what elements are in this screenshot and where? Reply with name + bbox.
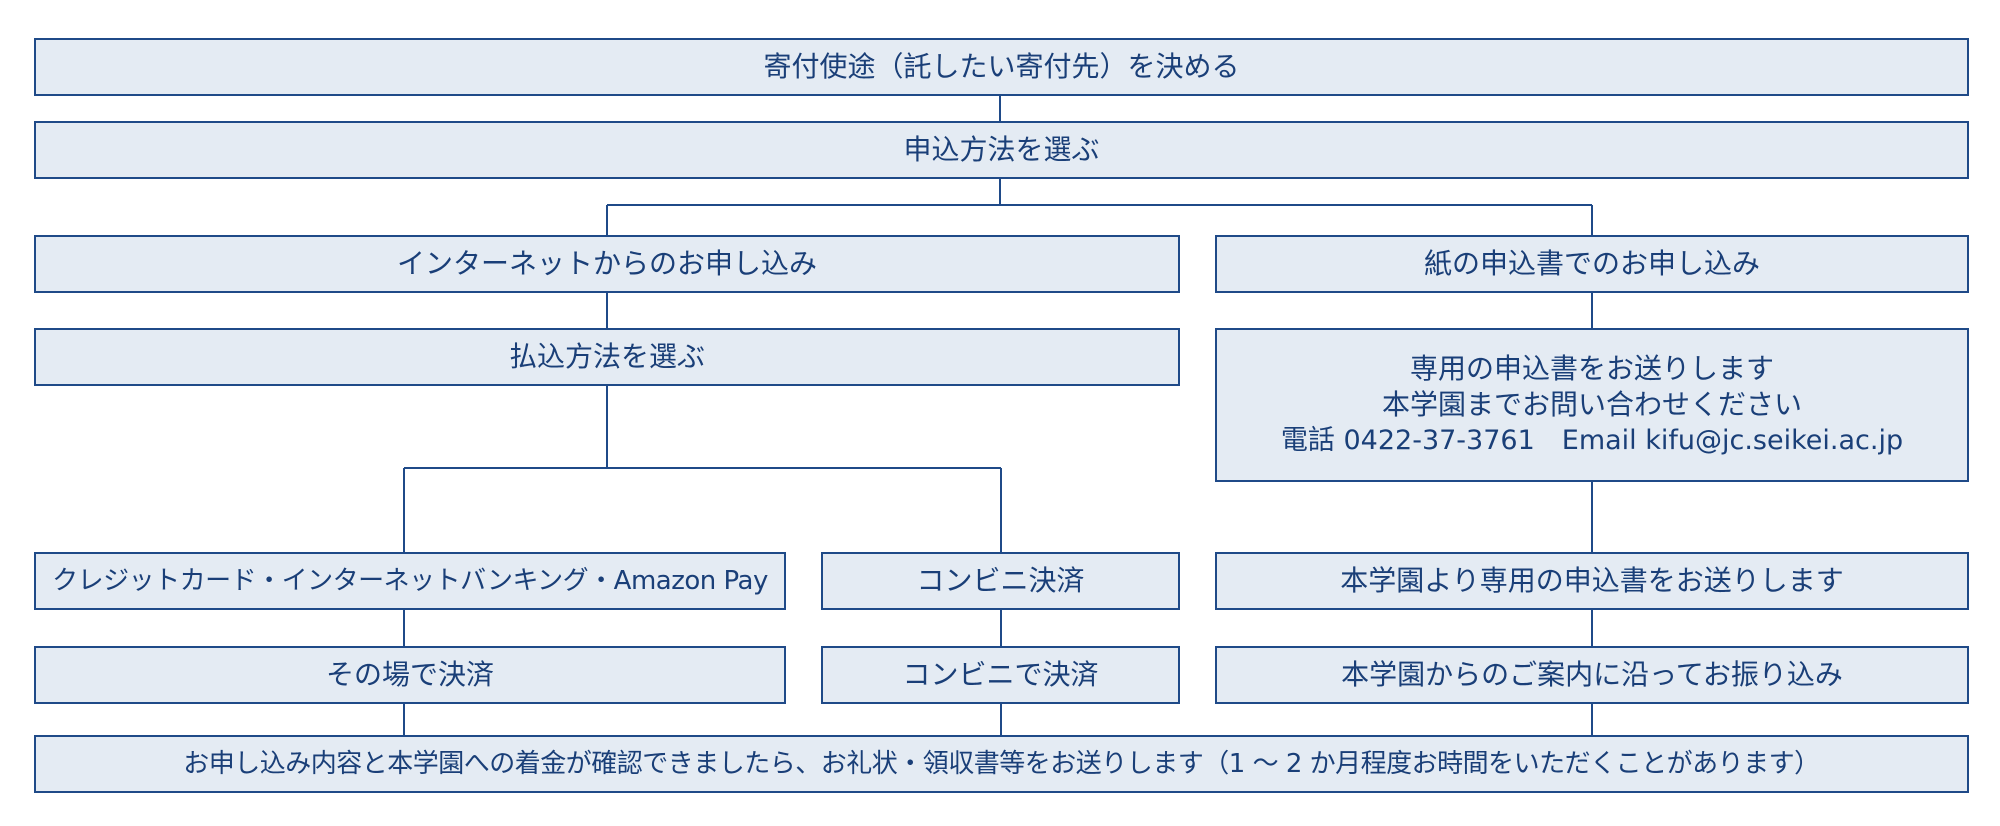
convenience-payment-label: コンビニ決済	[916, 564, 1085, 597]
send-form-box: 本学園より専用の申込書をお送りします	[1215, 552, 1969, 610]
pay-at-convenience-box: コンビニで決済	[821, 646, 1180, 704]
step-decide-purpose: 寄付使途（託したい寄付先）を決める	[34, 38, 1969, 96]
bank-transfer-box: 本学園からのご案内に沿ってお振り込み	[1215, 646, 1969, 704]
pay-on-spot-box: その場で決済	[34, 646, 786, 704]
pay-at-convenience-label: コンビニで決済	[902, 658, 1099, 691]
credit-payment-box: クレジットカード・インターネットバンキング・Amazon Pay	[34, 552, 786, 610]
paper-application-label: 紙の申込書でのお申し込み	[1423, 247, 1760, 280]
pay-on-spot-label: その場で決済	[325, 658, 494, 691]
paper-application-box: 紙の申込書でのお申し込み	[1215, 235, 1969, 293]
internet-application-label: インターネットからのお申し込み	[396, 247, 817, 280]
step-choose-application-method-label: 申込方法を選ぶ	[903, 133, 1100, 166]
paper-contact-info-box: 専用の申込書をお送りします 本学園までお問い合わせください 電話 0422-37…	[1215, 328, 1969, 482]
convenience-payment-box: コンビニ決済	[821, 552, 1180, 610]
bank-transfer-label: 本学園からのご案内に沿ってお振り込み	[1341, 658, 1843, 691]
paper-info-line-1: 専用の申込書をお送りします	[1409, 352, 1774, 385]
choose-payment-method-box: 払込方法を選ぶ	[34, 328, 1180, 386]
paper-info-line-2: 本学園までお問い合わせください	[1381, 388, 1802, 421]
final-confirmation-label: お申し込み内容と本学園への着金が確認できましたら、お礼状・領収書等をお送りします…	[183, 749, 1820, 779]
credit-payment-label: クレジットカード・インターネットバンキング・Amazon Pay	[52, 566, 768, 596]
step-choose-application-method: 申込方法を選ぶ	[34, 121, 1969, 179]
send-form-label: 本学園より専用の申込書をお送りします	[1340, 564, 1844, 597]
final-confirmation-box: お申し込み内容と本学園への着金が確認できましたら、お礼状・領収書等をお送りします…	[34, 735, 1969, 793]
choose-payment-method-label: 払込方法を選ぶ	[508, 340, 705, 373]
step-decide-purpose-label: 寄付使途（託したい寄付先）を決める	[763, 50, 1240, 83]
paper-info-contact: 電話 0422-37-3761 Email kifu@jc.seikei.ac.…	[1280, 425, 1904, 456]
internet-application-box: インターネットからのお申し込み	[34, 235, 1180, 293]
